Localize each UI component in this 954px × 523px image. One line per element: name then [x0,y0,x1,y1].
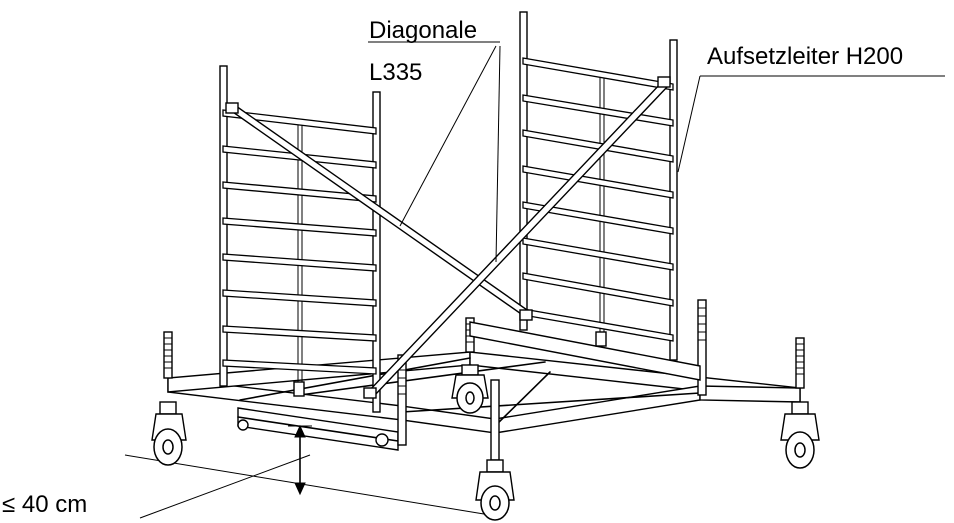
ground-plane [124,454,491,519]
caster-rear-right [780,337,820,469]
diagonal-braces [225,76,671,399]
clearance-dimension [288,424,312,496]
diagonal-name-label: Diagonale [369,17,477,44]
ladder-frame-front [219,65,381,413]
ladder-rear-rungs [522,57,674,342]
ladder-front-rungs [222,109,377,375]
diagonal-length-label: L335 [369,59,422,86]
clearance-label: ≤ 40 cm [2,491,87,518]
leader-lines [368,41,945,263]
caster-front-center [475,379,515,521]
base-frame [167,351,801,451]
caster-front-left [151,331,187,466]
ladder-frame-rear [469,11,701,381]
ladder-label: Aufsetzleiter H200 [707,43,903,70]
